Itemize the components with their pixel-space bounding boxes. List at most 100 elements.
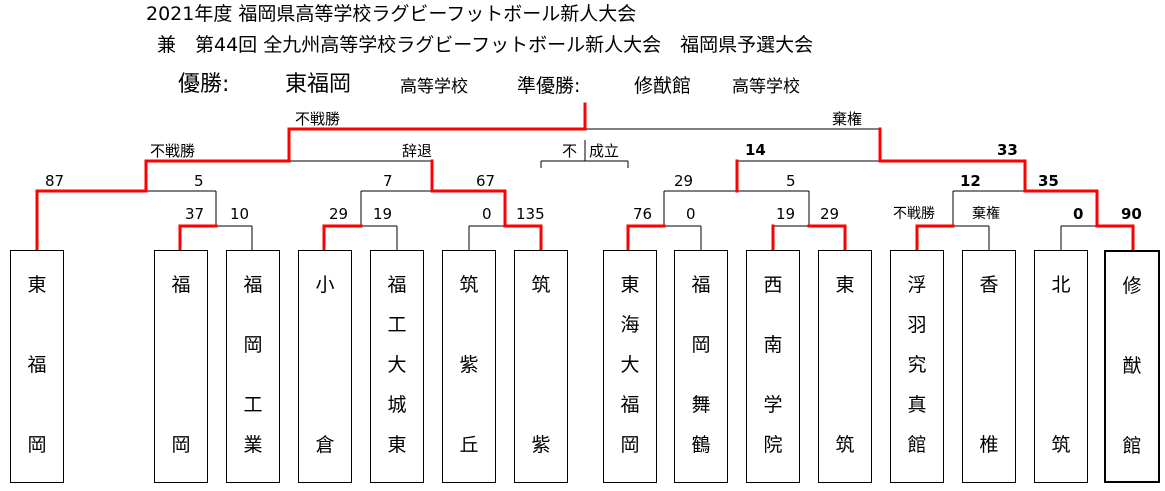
tournament-subtitle: 兼 第44回 全九州高等学校ラグビーフットボール新人大会 福岡県予選大会	[157, 34, 814, 56]
team-name-char: 真	[907, 394, 927, 416]
team-name-char: 院	[763, 434, 783, 456]
team-name-char: 羽	[907, 314, 927, 336]
score-label: 5	[786, 172, 796, 190]
note-left-semi-right: 辞退	[402, 142, 433, 160]
score-label: 5	[194, 172, 204, 190]
score-label: 67	[476, 172, 496, 190]
tournament-title: 2021年度 福岡県高等学校ラグビーフットボール新人大会	[146, 3, 637, 25]
team-name-char: 香	[979, 274, 999, 296]
score-label: 0	[1073, 205, 1084, 223]
team-name-char: 岡	[691, 334, 711, 356]
team-name-char: 北	[1051, 274, 1071, 296]
team-box-kokura: 小倉	[298, 250, 352, 483]
team-name-char: 学	[763, 394, 783, 416]
team-name-char: 究	[907, 354, 927, 376]
note-left-final: 不戦勝	[295, 110, 341, 128]
team-name-char: 岡	[171, 434, 191, 456]
team-name-char: 西	[763, 274, 783, 296]
team-name-char: 猷	[1122, 355, 1142, 377]
team-name-char: 鶴	[691, 434, 711, 456]
note-r1-left: 不戦勝	[893, 206, 935, 222]
team-name-char: 東	[620, 274, 640, 296]
team-name-char: 大	[387, 354, 407, 376]
note-r1-right: 棄権	[972, 206, 1000, 222]
team-name-char: 館	[907, 434, 927, 456]
score-label: 135	[516, 205, 545, 223]
score-label: 29	[329, 205, 349, 223]
champion-label: 優勝:	[178, 72, 230, 97]
team-box-ukiha-kyushin: 浮羽究真館	[890, 250, 944, 483]
team-name-char: 福	[387, 274, 407, 296]
team-name-char: 筑	[531, 274, 551, 296]
team-box-chikushi: 筑紫	[514, 250, 568, 483]
score-label: 29	[820, 205, 840, 223]
team-box-seinan-gakuin: 西南学院	[746, 250, 800, 483]
score-label: 10	[230, 205, 250, 223]
team-name-char: 浮	[907, 274, 927, 296]
team-name-char: 紫	[531, 434, 551, 456]
team-box-tokai-fukuoka: 東海大福岡	[603, 250, 657, 483]
team-name-char: 岡	[620, 434, 640, 456]
team-name-char: 南	[763, 334, 783, 356]
score-label: 12	[960, 172, 981, 190]
score-label: 29	[674, 172, 694, 190]
team-box-kitachiku: 北筑	[1034, 250, 1088, 483]
team-name-char: 倉	[315, 434, 335, 456]
team-name-char: 福	[27, 354, 47, 376]
score-label: 7	[383, 172, 393, 190]
team-box-fukko-daijo: 福工大城東	[370, 250, 424, 483]
team-box-kashii: 香椎	[962, 250, 1016, 483]
team-name-char: 椎	[979, 434, 999, 456]
team-box-fukuoka: 福岡	[154, 250, 208, 483]
team-box-fukuoka-maizuru: 福岡舞鶴	[674, 250, 728, 483]
team-name-char: 筑	[1051, 434, 1071, 456]
team-name-char: 東	[27, 274, 47, 296]
note-right-final: 棄権	[832, 110, 863, 128]
runnerup-name: 修猷館	[634, 75, 692, 97]
team-name-char: 修	[1122, 275, 1142, 297]
team-name-char: 東	[835, 274, 855, 296]
team-name-char: 城	[387, 394, 407, 416]
team-box-chikushigaoka: 筑紫丘	[442, 250, 496, 483]
team-name-char: 福	[691, 274, 711, 296]
score-label: 0	[482, 205, 492, 223]
team-name-char: 大	[620, 354, 640, 376]
score-label: 35	[1038, 172, 1059, 190]
score-label: 19	[776, 205, 796, 223]
team-name-char: 業	[243, 434, 263, 456]
score-label: 14	[745, 141, 766, 159]
team-box-shuyukan: 修猷館	[1104, 250, 1160, 483]
team-name-char: 工	[387, 314, 407, 336]
team-name-char: 福	[171, 274, 191, 296]
team-name-char: 福	[243, 274, 263, 296]
team-name-char: 福	[620, 394, 640, 416]
team-name-char: 丘	[459, 434, 479, 456]
team-name-char: 工	[243, 394, 263, 416]
team-box-fukuoka-kogyo: 福岡工業	[226, 250, 280, 483]
team-name-char: 小	[315, 274, 335, 296]
score-label: 37	[185, 205, 205, 223]
champion-name: 東福岡	[285, 72, 352, 97]
team-box-higashichiku: 東筑	[818, 250, 872, 483]
team-name-char: 筑	[835, 434, 855, 456]
score-label: 0	[686, 205, 696, 223]
note-third-b: 成立	[589, 142, 620, 160]
team-name-char: 舞	[691, 394, 711, 416]
note-third-a: 不	[562, 142, 578, 160]
team-name-char: 岡	[243, 334, 263, 356]
team-name-char: 館	[1122, 435, 1142, 457]
score-label: 90	[1121, 205, 1142, 223]
team-name-char: 海	[620, 314, 640, 336]
score-label: 87	[45, 172, 65, 190]
team-box-higashifukuoka: 東福岡	[10, 250, 64, 483]
team-name-char: 岡	[27, 434, 47, 456]
score-label: 19	[373, 205, 393, 223]
score-label: 76	[633, 205, 653, 223]
runnerup-label: 準優勝:	[517, 75, 581, 97]
team-name-char: 紫	[459, 354, 479, 376]
team-name-char: 東	[387, 434, 407, 456]
team-name-char: 筑	[459, 274, 479, 296]
runnerup-suffix: 高等学校	[732, 77, 800, 97]
champion-suffix: 高等学校	[400, 77, 468, 97]
